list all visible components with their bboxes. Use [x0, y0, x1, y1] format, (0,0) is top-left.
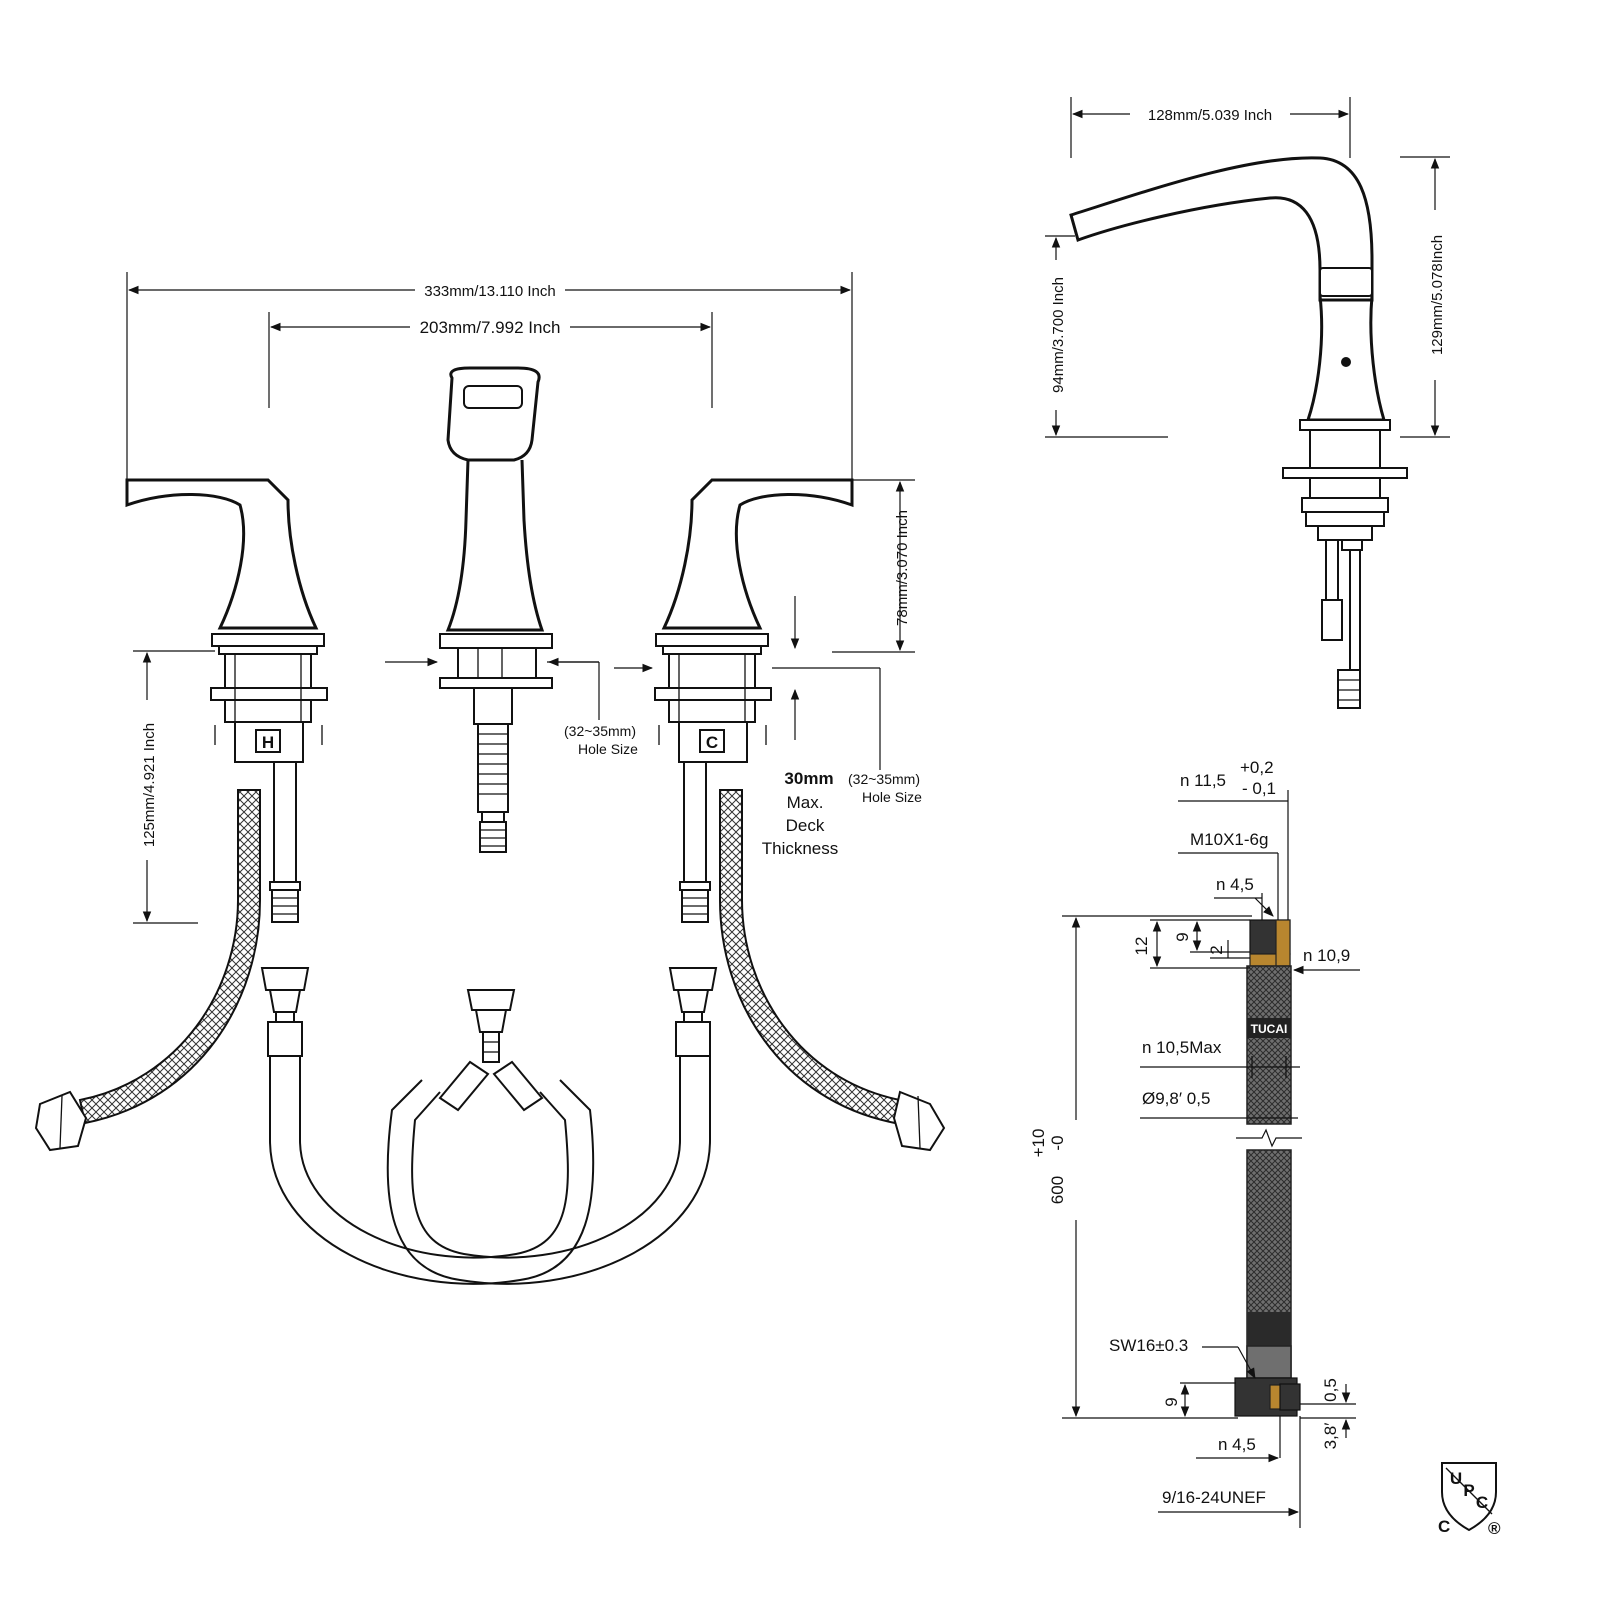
cold-label: C — [706, 733, 718, 752]
deck-thickness-value: 30mm — [784, 769, 833, 788]
hose-length-tol-plus: +10 — [1029, 1129, 1048, 1158]
front-view-dimensions: 333mm/13.110 Inch 203mm/7.992 Inch 78mm/… — [126, 272, 922, 924]
upc-letter-u: U — [1450, 1469, 1462, 1488]
hose-n10-5max-label: n 10,5Max — [1142, 1038, 1222, 1057]
c-mark: C — [1438, 1517, 1450, 1536]
center-spacing-label: 203mm/7.992 Inch — [420, 318, 561, 337]
hose-h9-top-label: 9 — [1173, 932, 1192, 941]
upc-shield-icon — [1441, 1462, 1497, 1532]
cupc-certification-mark: U P C C ® — [1438, 1462, 1501, 1538]
hose-n4-5-bottom-label: n 4,5 — [1218, 1435, 1256, 1454]
registered-mark: ® — [1488, 1519, 1501, 1538]
hole-size-left-line1: (32~35mm) — [564, 723, 636, 739]
hose-h2-label: 2 — [1207, 945, 1226, 954]
supply-hose-detail: TUCAI n 11,5 +0,2 - 0,1 M10X1-6g n 4,5 — [1029, 758, 1360, 1528]
hose-braid-top — [1246, 965, 1292, 1125]
hose-brand-label: TUCAI — [1251, 1022, 1288, 1036]
spout-side-view: 128mm/5.039 Inch 94mm/3.700 Inch 129mm/5… — [1045, 97, 1450, 709]
upc-letter-p: P — [1463, 1481, 1474, 1500]
hose-n11-5-label: n 11,5 — [1180, 771, 1226, 790]
hose-h12-label: 12 — [1132, 937, 1151, 956]
handle-height-label: 78mm/3.070 Inch — [894, 510, 911, 626]
hose-length-label: 600 — [1048, 1176, 1067, 1204]
spout-reach-label: 128mm/5.039 Inch — [1148, 107, 1272, 124]
hose-n4-5-top-label: n 4,5 — [1216, 875, 1254, 894]
hose-length-tol-minus: -0 — [1048, 1135, 1067, 1150]
hose-v3-8-label: 3,8′ — [1321, 1423, 1340, 1450]
overall-width-label: 333mm/13.110 Inch — [424, 283, 555, 300]
deck-thickness-line1: Max. — [787, 793, 824, 812]
hose-tol-minus-label: - 0,1 — [1242, 779, 1276, 798]
hose-unef-label: 9/16-24UNEF — [1162, 1488, 1266, 1507]
upc-letter-c: C — [1476, 1493, 1488, 1512]
hose-n10-9-label: n 10,9 — [1303, 946, 1350, 965]
total-height-label: 129mm/5.078Inch — [1429, 235, 1446, 355]
hose-tol-plus-label: +0,2 — [1240, 758, 1274, 777]
hot-handle-lever — [125, 478, 319, 630]
hose-v0-5-label: 0,5 — [1321, 1378, 1340, 1402]
hot-label: H — [262, 733, 274, 752]
spout-height-label: 94mm/3.700 Inch — [1050, 277, 1067, 393]
below-deck-length-label: 125mm/4.921 Inch — [141, 723, 158, 847]
hose-h9-bottom-label: 9 — [1162, 1397, 1181, 1406]
cold-handle-lever — [661, 478, 854, 630]
hot-braided-hose — [78, 789, 261, 1125]
hole-size-right-line1: (32~35mm) — [848, 771, 920, 787]
hole-size-left-line2: Hole Size — [578, 741, 638, 757]
deck-thickness-line3: Thickness — [762, 839, 839, 858]
hot-handle-assembly: H — [34, 478, 328, 1152]
hole-size-right-line2: Hole Size — [862, 789, 922, 805]
cold-handle-assembly: C — [654, 478, 946, 1152]
hose-sw16-label: SW16±0.3 — [1109, 1336, 1188, 1355]
deck-thickness-line2: Deck — [786, 816, 825, 835]
center-sprayer-assembly — [439, 366, 553, 853]
waterway-hoses — [260, 967, 718, 1285]
hose-dia9-8-label: Ø9,8′ 0,5 — [1142, 1089, 1210, 1108]
hose-thread-label: M10X1-6g — [1190, 830, 1268, 849]
sprayer-head — [446, 366, 541, 462]
